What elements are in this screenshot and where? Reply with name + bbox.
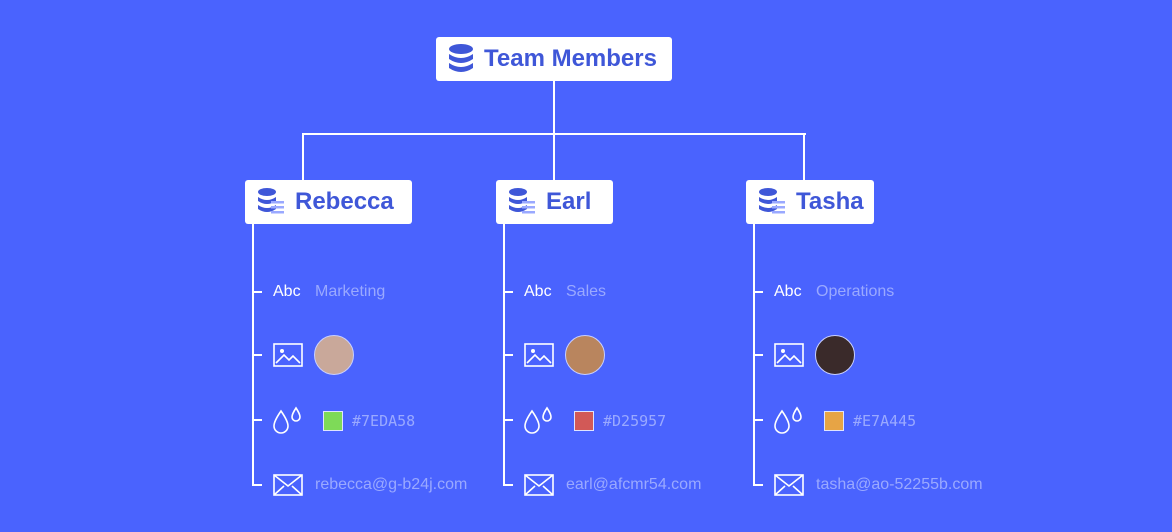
root-node[interactable]: Team Members <box>436 37 672 81</box>
color-hex: #E7A445 <box>853 412 917 430</box>
connector-tick <box>753 354 763 356</box>
color-drops-icon <box>273 406 301 434</box>
connector-tick <box>252 419 262 421</box>
connector-tick <box>503 354 513 356</box>
connector-tick <box>252 484 262 486</box>
table-icon <box>759 188 785 214</box>
member-name: Tasha <box>796 188 864 215</box>
connector <box>803 133 805 180</box>
connector-tick <box>252 291 262 293</box>
member-name: Rebecca <box>295 188 394 215</box>
department: Operations <box>816 283 895 300</box>
connector-tick <box>753 419 763 421</box>
member-node[interactable]: Earl <box>496 180 613 224</box>
text-field-icon: Abc <box>524 283 552 300</box>
image-icon <box>524 343 554 367</box>
email[interactable]: tasha@ao-52255b.com <box>816 476 983 493</box>
connector <box>553 81 555 135</box>
avatar <box>565 335 605 375</box>
connector-tick <box>753 291 763 293</box>
database-icon <box>449 44 473 72</box>
connector-tick <box>503 291 513 293</box>
text-field-icon: Abc <box>273 283 301 300</box>
connector-tick <box>503 419 513 421</box>
color-swatch <box>323 411 343 431</box>
color-hex: #D25957 <box>603 412 667 430</box>
department: Sales <box>566 283 607 300</box>
color-swatch <box>574 411 594 431</box>
color-drops-icon <box>774 406 802 434</box>
mail-icon <box>774 474 804 496</box>
image-icon <box>273 343 303 367</box>
member-node[interactable]: Tasha <box>746 180 874 224</box>
member-node[interactable]: Rebecca <box>245 180 412 224</box>
mail-icon <box>524 474 554 496</box>
connector <box>553 133 555 180</box>
text-field-icon: Abc <box>774 283 802 300</box>
table-icon <box>258 188 284 214</box>
email[interactable]: rebecca@g-b24j.com <box>315 476 468 493</box>
table-icon <box>509 188 535 214</box>
color-hex: #7EDA58 <box>352 412 416 430</box>
connector-tick <box>503 484 513 486</box>
avatar <box>815 335 855 375</box>
connector-tick <box>753 484 763 486</box>
color-swatch <box>824 411 844 431</box>
email[interactable]: earl@afcmr54.com <box>566 476 702 493</box>
connector <box>302 133 304 180</box>
root-title: Team Members <box>484 45 657 72</box>
connector-tick <box>252 354 262 356</box>
member-name: Earl <box>546 188 592 215</box>
avatar <box>314 335 354 375</box>
department: Marketing <box>315 283 386 300</box>
image-icon <box>774 343 804 367</box>
color-drops-icon <box>524 406 552 434</box>
mail-icon <box>273 474 303 496</box>
